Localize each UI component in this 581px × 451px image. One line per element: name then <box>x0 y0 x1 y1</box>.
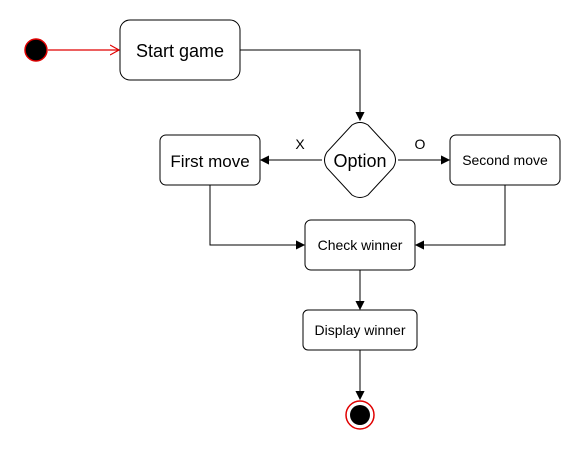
check-winner-label: Check winner <box>318 237 403 253</box>
node-display-winner: Display winner <box>302 309 418 351</box>
node-start-game: Start game <box>119 19 241 81</box>
edge-start-to-option <box>240 49 360 120</box>
first-move-label: First move <box>170 152 249 171</box>
final-node <box>345 400 375 430</box>
edge-label-x: X <box>295 136 305 152</box>
start-game-label: Start game <box>136 41 224 61</box>
node-check-winner: Check winner <box>304 219 416 271</box>
display-winner-label: Display winner <box>314 322 405 338</box>
node-second-move: Second move <box>449 134 561 186</box>
second-move-label: Second move <box>462 152 548 168</box>
edge-second-move-to-check <box>416 185 506 245</box>
edge-label-o: O <box>415 136 426 152</box>
option-label: Option <box>333 151 386 171</box>
edge-first-move-to-check <box>209 185 304 245</box>
initial-node <box>24 38 48 62</box>
node-option-decision: Option <box>324 122 396 198</box>
node-first-move: First move <box>159 134 261 186</box>
